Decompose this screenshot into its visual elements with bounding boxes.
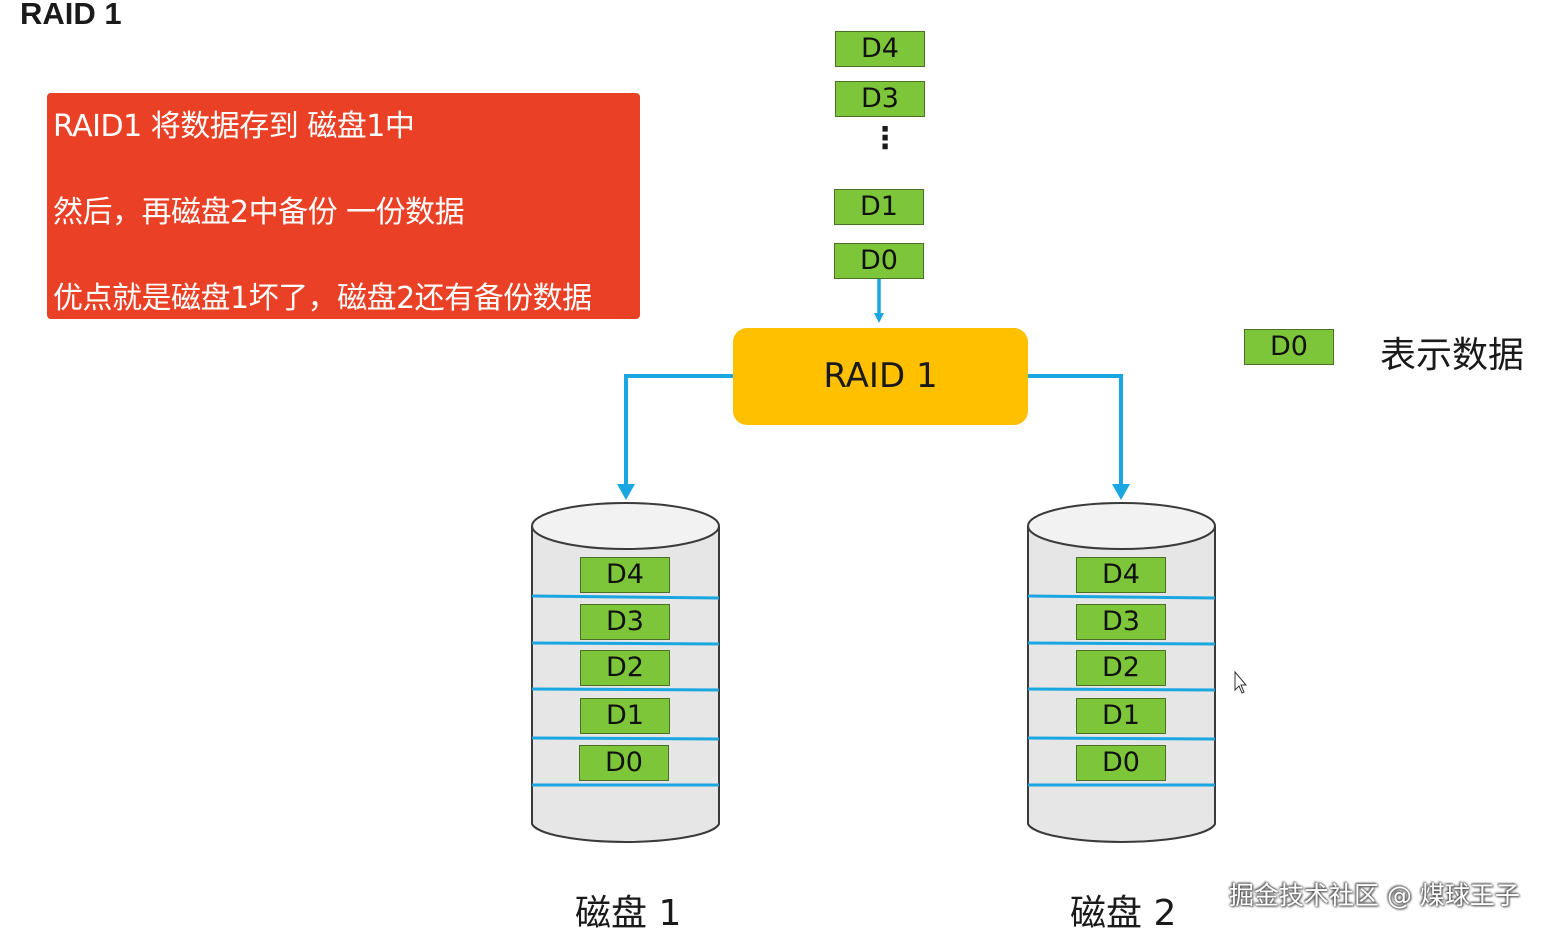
note-line-3: 优点就是磁盘1坏了，磁盘2还有备份数据: [53, 281, 592, 316]
arrow-to-disk-1: [624, 374, 733, 490]
incoming-block-d0: D0: [834, 243, 924, 279]
disk-1-block-d4: D4: [580, 557, 670, 593]
disk-2-label: 磁盘 2: [1070, 893, 1177, 934]
incoming-block-d3: D3: [835, 81, 925, 117]
note-box: RAID1 将数据存到 磁盘1中 然后，再磁盘2中备份 一份数据 优点就是磁盘1…: [47, 93, 640, 319]
incoming-block-d1: D1: [834, 189, 924, 225]
note-line-2: 然后，再磁盘2中备份 一份数据: [53, 195, 465, 230]
watermark: 掘金技术社区 @ 煤球王子: [1229, 881, 1520, 910]
page-title: RAID 1: [20, 0, 122, 31]
arrow-to-disk-2: [1028, 374, 1123, 490]
disk-1-block-d3: D3: [580, 604, 670, 640]
raid-controller: RAID 1: [733, 328, 1028, 425]
disk-1-block-d1: D1: [580, 698, 670, 734]
arrowhead-disk-2: [1112, 484, 1130, 500]
disk-2-block-d3: D3: [1076, 604, 1166, 640]
disk-2-block-d0: D0: [1076, 745, 1166, 781]
disk-2-block-d4: D4: [1076, 557, 1166, 593]
disk-2-block-d1: D1: [1076, 698, 1166, 734]
legend-block: D0: [1244, 329, 1334, 365]
arrowhead-disk-1: [617, 484, 635, 500]
incoming-block-d4: D4: [835, 31, 925, 67]
disk-1-label: 磁盘 1: [575, 893, 682, 934]
disk-1-block-d0: D0: [579, 745, 669, 781]
disk-1-block-d2: D2: [580, 650, 670, 686]
ellipsis: ⋮: [870, 121, 900, 156]
disk-2-block-d2: D2: [1076, 650, 1166, 686]
note-line-1: RAID1 将数据存到 磁盘1中: [53, 109, 415, 144]
legend-label: 表示数据: [1380, 335, 1525, 376]
mouse-cursor-icon: [1234, 670, 1248, 694]
